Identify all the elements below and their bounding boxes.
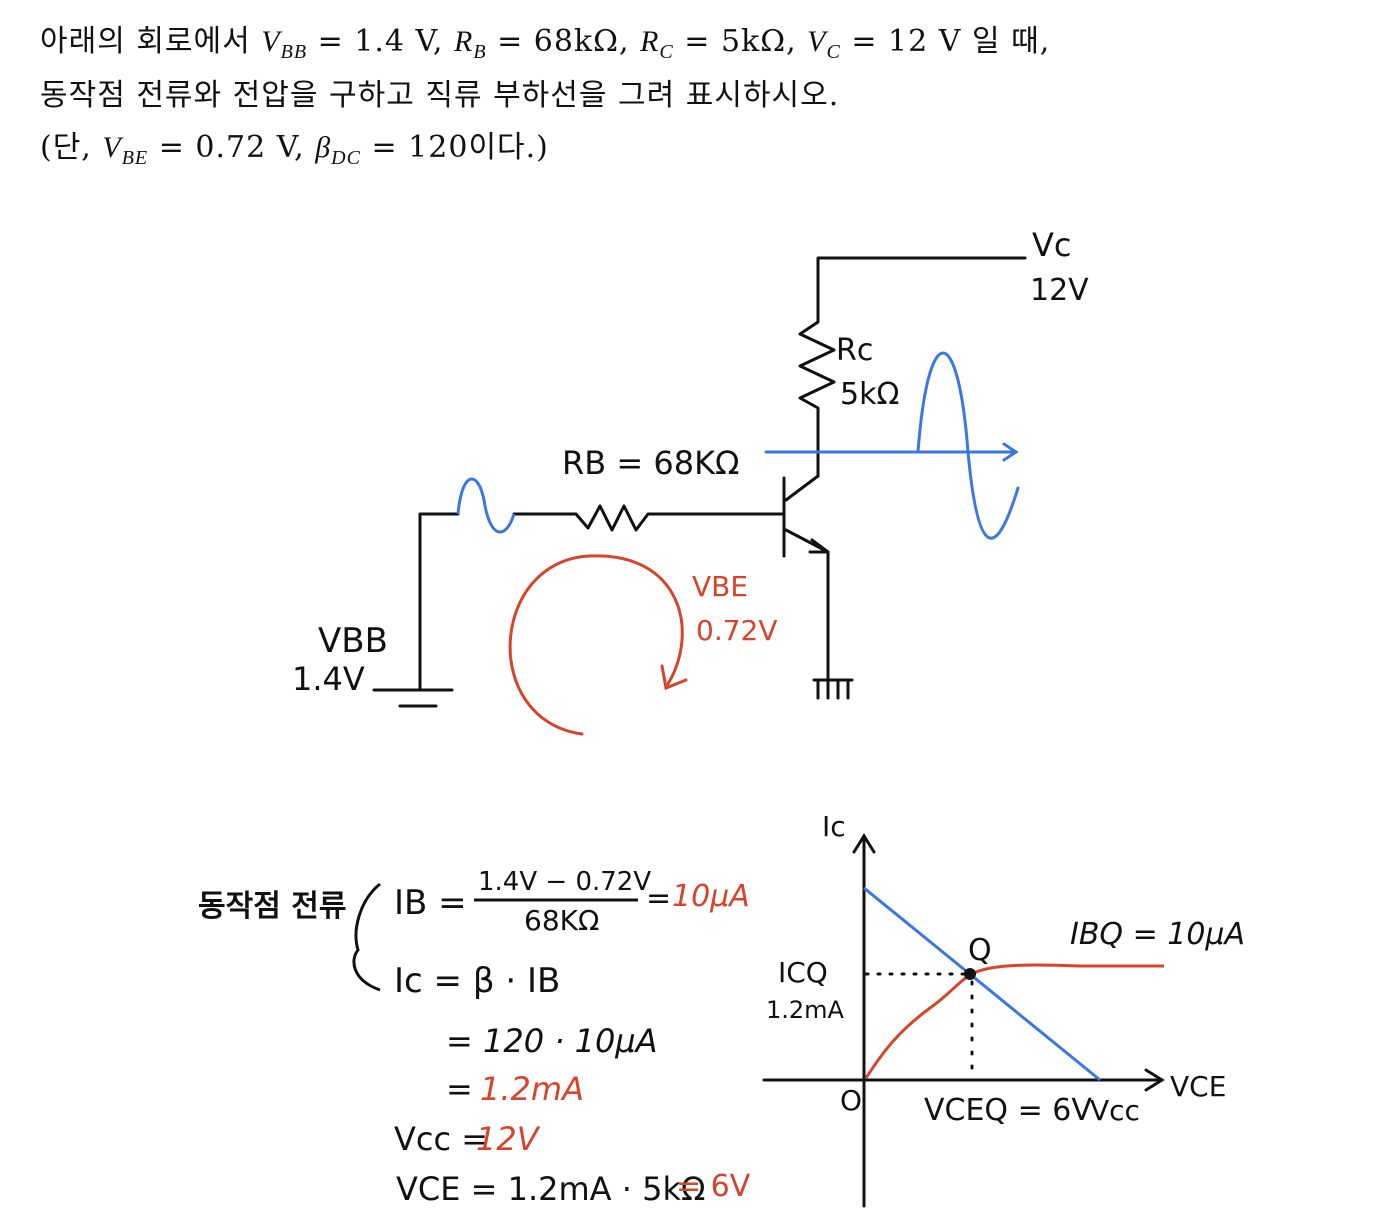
dc-load-line (863, 886, 1101, 1082)
ib-equals: = (646, 881, 671, 916)
beta-value: = 120 (360, 130, 469, 165)
rb-value: = 68kΩ, (486, 24, 641, 59)
given-close: 이다.) (468, 130, 549, 165)
ic-result: 1.2mA (480, 1070, 584, 1108)
vcc-axis-label: Vcc (1090, 1094, 1140, 1127)
problem-intro-text: 아래의 회로에서 (40, 24, 262, 59)
vce-result: = 6V (676, 1169, 751, 1204)
rc-value: = 5kΩ, (673, 24, 808, 59)
vbb-symbol: V (261, 25, 281, 58)
vc-value: = 12 V (840, 24, 962, 59)
vbb-value: = 1.4 V, (307, 24, 454, 59)
vbb-wire (418, 512, 460, 690)
ibq-label: IBQ = 10μA (1070, 917, 1245, 952)
graph-y-arrowhead (852, 833, 876, 854)
ib-denominator: 68KΩ (524, 904, 599, 937)
q-point-marker (964, 968, 976, 980)
ib-result: 10μA (672, 879, 750, 914)
problem-condition-text: 일 때, (961, 24, 1051, 59)
vc-label: Vc (1032, 226, 1071, 264)
rc-label: Rc (836, 333, 873, 368)
vcc-result: 12V (476, 1120, 541, 1158)
vc-symbol: V (807, 25, 827, 58)
beta-symbol: β (315, 131, 332, 164)
solution-brace (352, 882, 381, 992)
vce-formula: VCE = 1.2mA · 5kΩ (396, 1170, 705, 1208)
collector-lead (784, 474, 820, 502)
vceq-label: VCEQ = 6V (924, 1093, 1092, 1128)
rb-resistor-symbol (512, 504, 784, 532)
icq-label: ICQ (778, 956, 828, 989)
beta-subscript: DC (331, 147, 361, 169)
emitter-arrow (808, 538, 830, 554)
ib-characteristic-curve (864, 963, 1164, 1079)
vbb-label: VBB (318, 621, 388, 661)
ground-symbol-emitter (812, 678, 854, 700)
icq-value-label: 1.2mA (766, 996, 845, 1024)
rc-symbol: R (640, 25, 660, 58)
vc-value-label: 12V (1030, 273, 1089, 308)
output-signal (764, 351, 1020, 540)
ic-substitution: = 120 · 10μA (446, 1022, 658, 1060)
rb-label: RB = 68KΩ (562, 444, 740, 482)
graph-axes (762, 833, 1165, 1208)
output-signal-wave (916, 351, 1020, 540)
ib-numerator: 1.4V − 0.72V (478, 867, 651, 897)
vc-supply-wire (816, 256, 1027, 320)
rc-resistor-symbol (798, 316, 836, 478)
vbb-value-label: 1.4V (292, 660, 365, 698)
vbe-subscript: BE (121, 147, 149, 169)
kvl-loop-arrowhead (660, 664, 688, 691)
rc-subscript: C (659, 41, 674, 63)
ib-lhs: IB = (394, 883, 467, 923)
rc-value-label: 5kΩ (840, 377, 899, 412)
circuit-diagram (372, 256, 1027, 708)
output-axis-arrowhead (1002, 442, 1019, 462)
problem-line-2: 동작점 전류와 전압을 구하고 직류 부하선을 그려 표시하시오. (40, 78, 840, 113)
graph-x-arrowhead (1144, 1068, 1165, 1092)
graph-origin-label: O (840, 1084, 862, 1117)
vbe-label: VBE (692, 570, 748, 603)
rb-subscript: B (473, 41, 487, 63)
q-point-label: Q (968, 933, 992, 968)
given-open: (단, (40, 130, 103, 165)
problem-line-1: 아래의 회로에서 VBB = 1.4 V, RB = 68kΩ, RC = 5k… (40, 16, 1050, 64)
graph-x-label: VCE (1170, 1070, 1226, 1103)
kvl-loop-curve (508, 554, 684, 736)
kvl-loop-arrow (508, 554, 688, 736)
graph-y-label: Ic (822, 810, 846, 843)
problem-line-3: (단, VBE = 0.72 V, βDC = 120이다.) (40, 122, 549, 170)
ic-equals: = (446, 1070, 473, 1108)
ic-formula: Ic = β · IB (394, 961, 560, 1001)
vbe-value: = 0.72 V, (148, 130, 316, 165)
vc-subscript: C (826, 41, 841, 63)
vbe-symbol: V (102, 131, 122, 164)
vcc-lhs: Vcc = (394, 1120, 488, 1158)
solution-heading: 동작점 전류 (198, 889, 346, 924)
input-signal-wave (456, 477, 516, 534)
rb-symbol: R (454, 25, 474, 58)
vbe-value-label: 0.72V (696, 614, 778, 647)
vbb-subscript: BB (280, 41, 308, 63)
